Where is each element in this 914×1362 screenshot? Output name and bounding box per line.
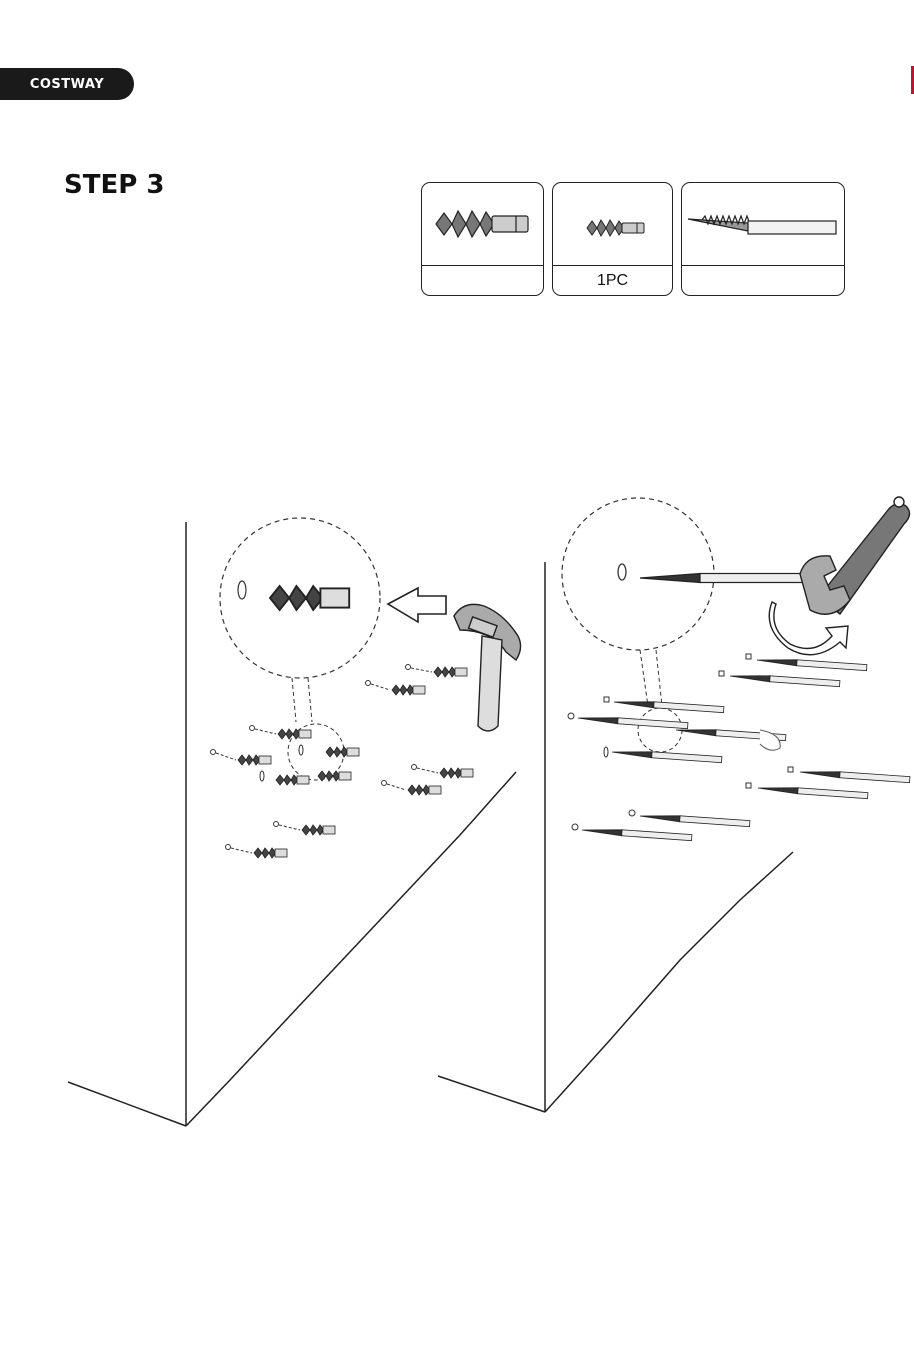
- wall-anchors-group: [211, 665, 474, 859]
- left-detail-magnifier: [220, 518, 380, 780]
- insert-arrow-icon: [388, 588, 446, 622]
- left-wall-corner: [68, 522, 516, 1126]
- right-detail-magnifier: [562, 498, 805, 752]
- lag-screws-group: [568, 654, 910, 841]
- wrench-icon: [800, 497, 910, 614]
